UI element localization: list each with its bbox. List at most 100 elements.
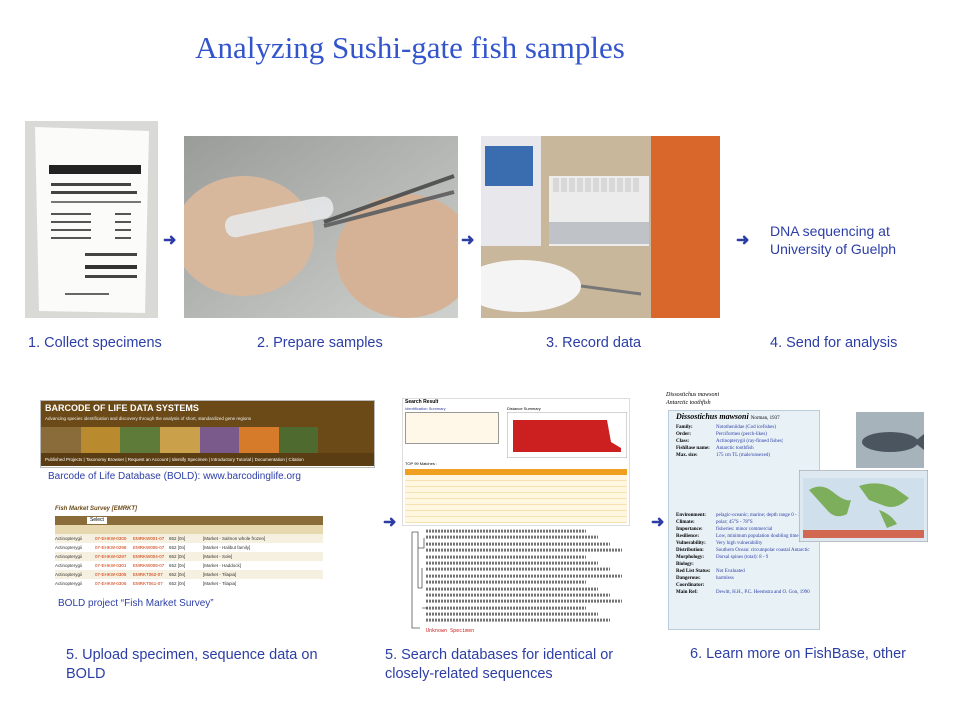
fishbase-field-row: Class:Actinopterygii (ray-finned fishes) <box>676 438 826 445</box>
table-cell: 652 [0n] <box>169 563 186 568</box>
fishbase-field-value: Dorsal spines (total): 8 - 9 <box>716 555 769 560</box>
fishbase-authority: Norman, 1937 <box>750 416 780 421</box>
table-cell: 652 [0n] <box>169 545 186 550</box>
sequence-line <box>426 619 610 623</box>
fishbase-field-label: Main Ref: <box>676 590 698 595</box>
fishbase-field-value: harmless <box>716 576 734 581</box>
table-cell: Actinopterygii <box>55 581 83 586</box>
fishbase-field-row: Morphology:Dorsal spines (total): 8 - 9 <box>676 554 826 561</box>
fishbase-field-label: Vulnerability: <box>676 541 706 546</box>
search-result-screenshot: Search Result Identification Summary Dis… <box>402 398 630 526</box>
receipt-photo <box>25 121 158 318</box>
sequence-line <box>426 587 598 591</box>
bold-project-table: Fish Market Survey [EMRKT] Select Actino… <box>55 506 323 594</box>
sample-rack-image <box>481 136 720 318</box>
fishbase-field-value: fisheries: minor commercial <box>716 527 773 532</box>
table-cell: EMRKW001-07 <box>133 536 165 541</box>
sequence-line <box>426 593 610 597</box>
top-matches-label: TOP 99 Matches : <box>405 461 438 466</box>
table-row[interactable]: Actinopterygii 07-EHKW-0298 EMRKW006-07 652… <box>55 543 323 552</box>
fishbase-field-row: Coordinator: <box>676 582 826 589</box>
fishbase-fields-2: Environment:pelagic-oceanic; marine; dep… <box>676 512 826 596</box>
fishbase-field-label: Resilience: <box>676 534 700 539</box>
fishbase-field-label: Importance: <box>676 527 703 532</box>
table-cell: Actinopterygii <box>55 554 83 559</box>
survey-title: Fish Market Survey [EMRKT] <box>55 506 138 512</box>
distance-chart <box>507 412 627 458</box>
arrow-right-icon: ➜ <box>461 232 475 249</box>
fishbase-field-row: Importance: fisheries: minor commercial <box>676 526 826 533</box>
step-3-caption: 3. Record data <box>546 335 642 351</box>
fishbase-field-value: Not Evaluated <box>716 569 745 574</box>
fishbase-field-label: Dangerous: <box>676 576 701 581</box>
step-6-caption: 6. Learn more on FishBase, other <box>690 646 907 662</box>
sequence-line <box>426 542 610 546</box>
survey-select: Select <box>87 517 107 524</box>
sequence-tree: Unknown Specimen <box>410 528 635 638</box>
table-cell: [Market - Halibut family] <box>203 545 251 550</box>
tweezers-image <box>184 136 458 318</box>
table-cell: EMRKW004-07 <box>133 554 165 559</box>
bold-project-label: BOLD project “Fish Market Survey” <box>58 598 214 609</box>
table-cell: [Market - Tilapia] <box>203 572 237 577</box>
table-cell: 652 [0n] <box>169 581 186 586</box>
table-cell: [Market - Haddock] <box>203 563 242 568</box>
table-cell: Actinopterygii <box>55 536 83 541</box>
table-cell: 652 [0n] <box>169 536 186 541</box>
fishbase-field-row: FishBase name:Antarctic toothfish <box>676 445 826 452</box>
sequence-line <box>426 555 586 559</box>
step-5a-caption: 5. Upload specimen, sequence data on BOL… <box>66 647 318 682</box>
fishbase-field-label: Order: <box>676 432 691 437</box>
table-cell: 07-EHKW-0306 <box>95 581 127 586</box>
fishbase-field-label: Family: <box>676 425 693 430</box>
step-4-caption: 4. Send for analysis <box>770 335 898 351</box>
fishbase-field-value: Low, minimum population doubling time 4.… <box>716 534 826 539</box>
fishbase-field-label: Max. size: <box>676 453 698 458</box>
record-data-photo <box>481 136 720 318</box>
table-cell: Actinopterygii <box>55 563 83 568</box>
fishbase-field-value: polar; 45°S - 78°S <box>716 520 753 525</box>
fishbase-field-row: Family: Nototheniidae (Cod icefishes) <box>676 424 826 431</box>
fishbase-field-value: pelagic-oceanic; marine; depth range 0 -… <box>716 513 814 518</box>
fishbase-field-label: Climate: <box>676 520 695 525</box>
table-cell: EMRKW006-07 <box>133 545 165 550</box>
table-cell: 652 [0n] <box>169 554 186 559</box>
table-cell: EMRKT061-07 <box>133 581 163 586</box>
table-cell: 07-EHKW-0297 <box>95 554 127 559</box>
dna-sequencing-note: DNA sequencing at University of Guelph <box>770 223 897 257</box>
sequence-line <box>426 548 622 552</box>
prepare-samples-photo <box>184 136 458 318</box>
fishbase-field-row: Max. size:175 cm TL (male/unsexed) <box>676 452 826 459</box>
arrow-right-icon: ➜ <box>383 514 397 531</box>
fishbase-field-value: Very high vulnerability <box>716 541 763 546</box>
bold-banner-subtitle: Advancing species identification and dis… <box>45 416 252 421</box>
fishbase-field-row: Order:Perciformes (perch-likes) <box>676 431 826 438</box>
sequence-line <box>426 574 622 578</box>
fishbase-field-value: Dewitt, H.H., P.C. Heemstra and O. Gon, … <box>716 590 810 595</box>
table-cell: 07-EHKW-0298 <box>95 545 127 550</box>
step-5b-caption: 5. Search databases for identical or clo… <box>385 647 614 682</box>
arrow-right-icon: ➜ <box>163 232 177 249</box>
fishbase-screenshot: Dissostichus mawsoni Antarctic toothfish… <box>666 392 928 632</box>
bold-banner-screenshot: BARCODE OF LIFE DATA SYSTEMS Advancing s… <box>40 400 375 468</box>
bold-database-label: Barcode of Life Database (BOLD): www.bar… <box>48 471 301 482</box>
fishbase-field-value: Nototheniidae (Cod icefishes) <box>716 425 776 430</box>
receipt-image <box>25 121 158 318</box>
table-cell: [Market - Tilapia] <box>203 581 237 586</box>
page-title: Analyzing Sushi-gate fish samples <box>195 30 625 65</box>
table-row[interactable]: Actinopterygii 07-EHKW-0297 EMRKW004-07 652… <box>55 552 323 561</box>
table-cell: Actinopterygii <box>55 545 83 550</box>
table-row[interactable]: Actinopterygii 07-EHKW-0306 EMRKT061-07 652… <box>55 579 323 588</box>
tree-branches <box>411 531 428 629</box>
fish-photo <box>856 412 924 468</box>
unknown-specimen-label: Unknown Specimen <box>426 628 475 634</box>
fishbase-field-row: Dangerous: harmless <box>676 575 826 582</box>
fishbase-field-row: Environment:pelagic-oceanic; marine; dep… <box>676 512 826 519</box>
bold-banner-title: BARCODE OF LIFE DATA SYSTEMS <box>45 403 199 413</box>
sequence-line <box>426 561 598 565</box>
step-2-caption: 2. Prepare samples <box>257 335 383 351</box>
table-cell: 07-EHKW-0305 <box>95 572 127 577</box>
